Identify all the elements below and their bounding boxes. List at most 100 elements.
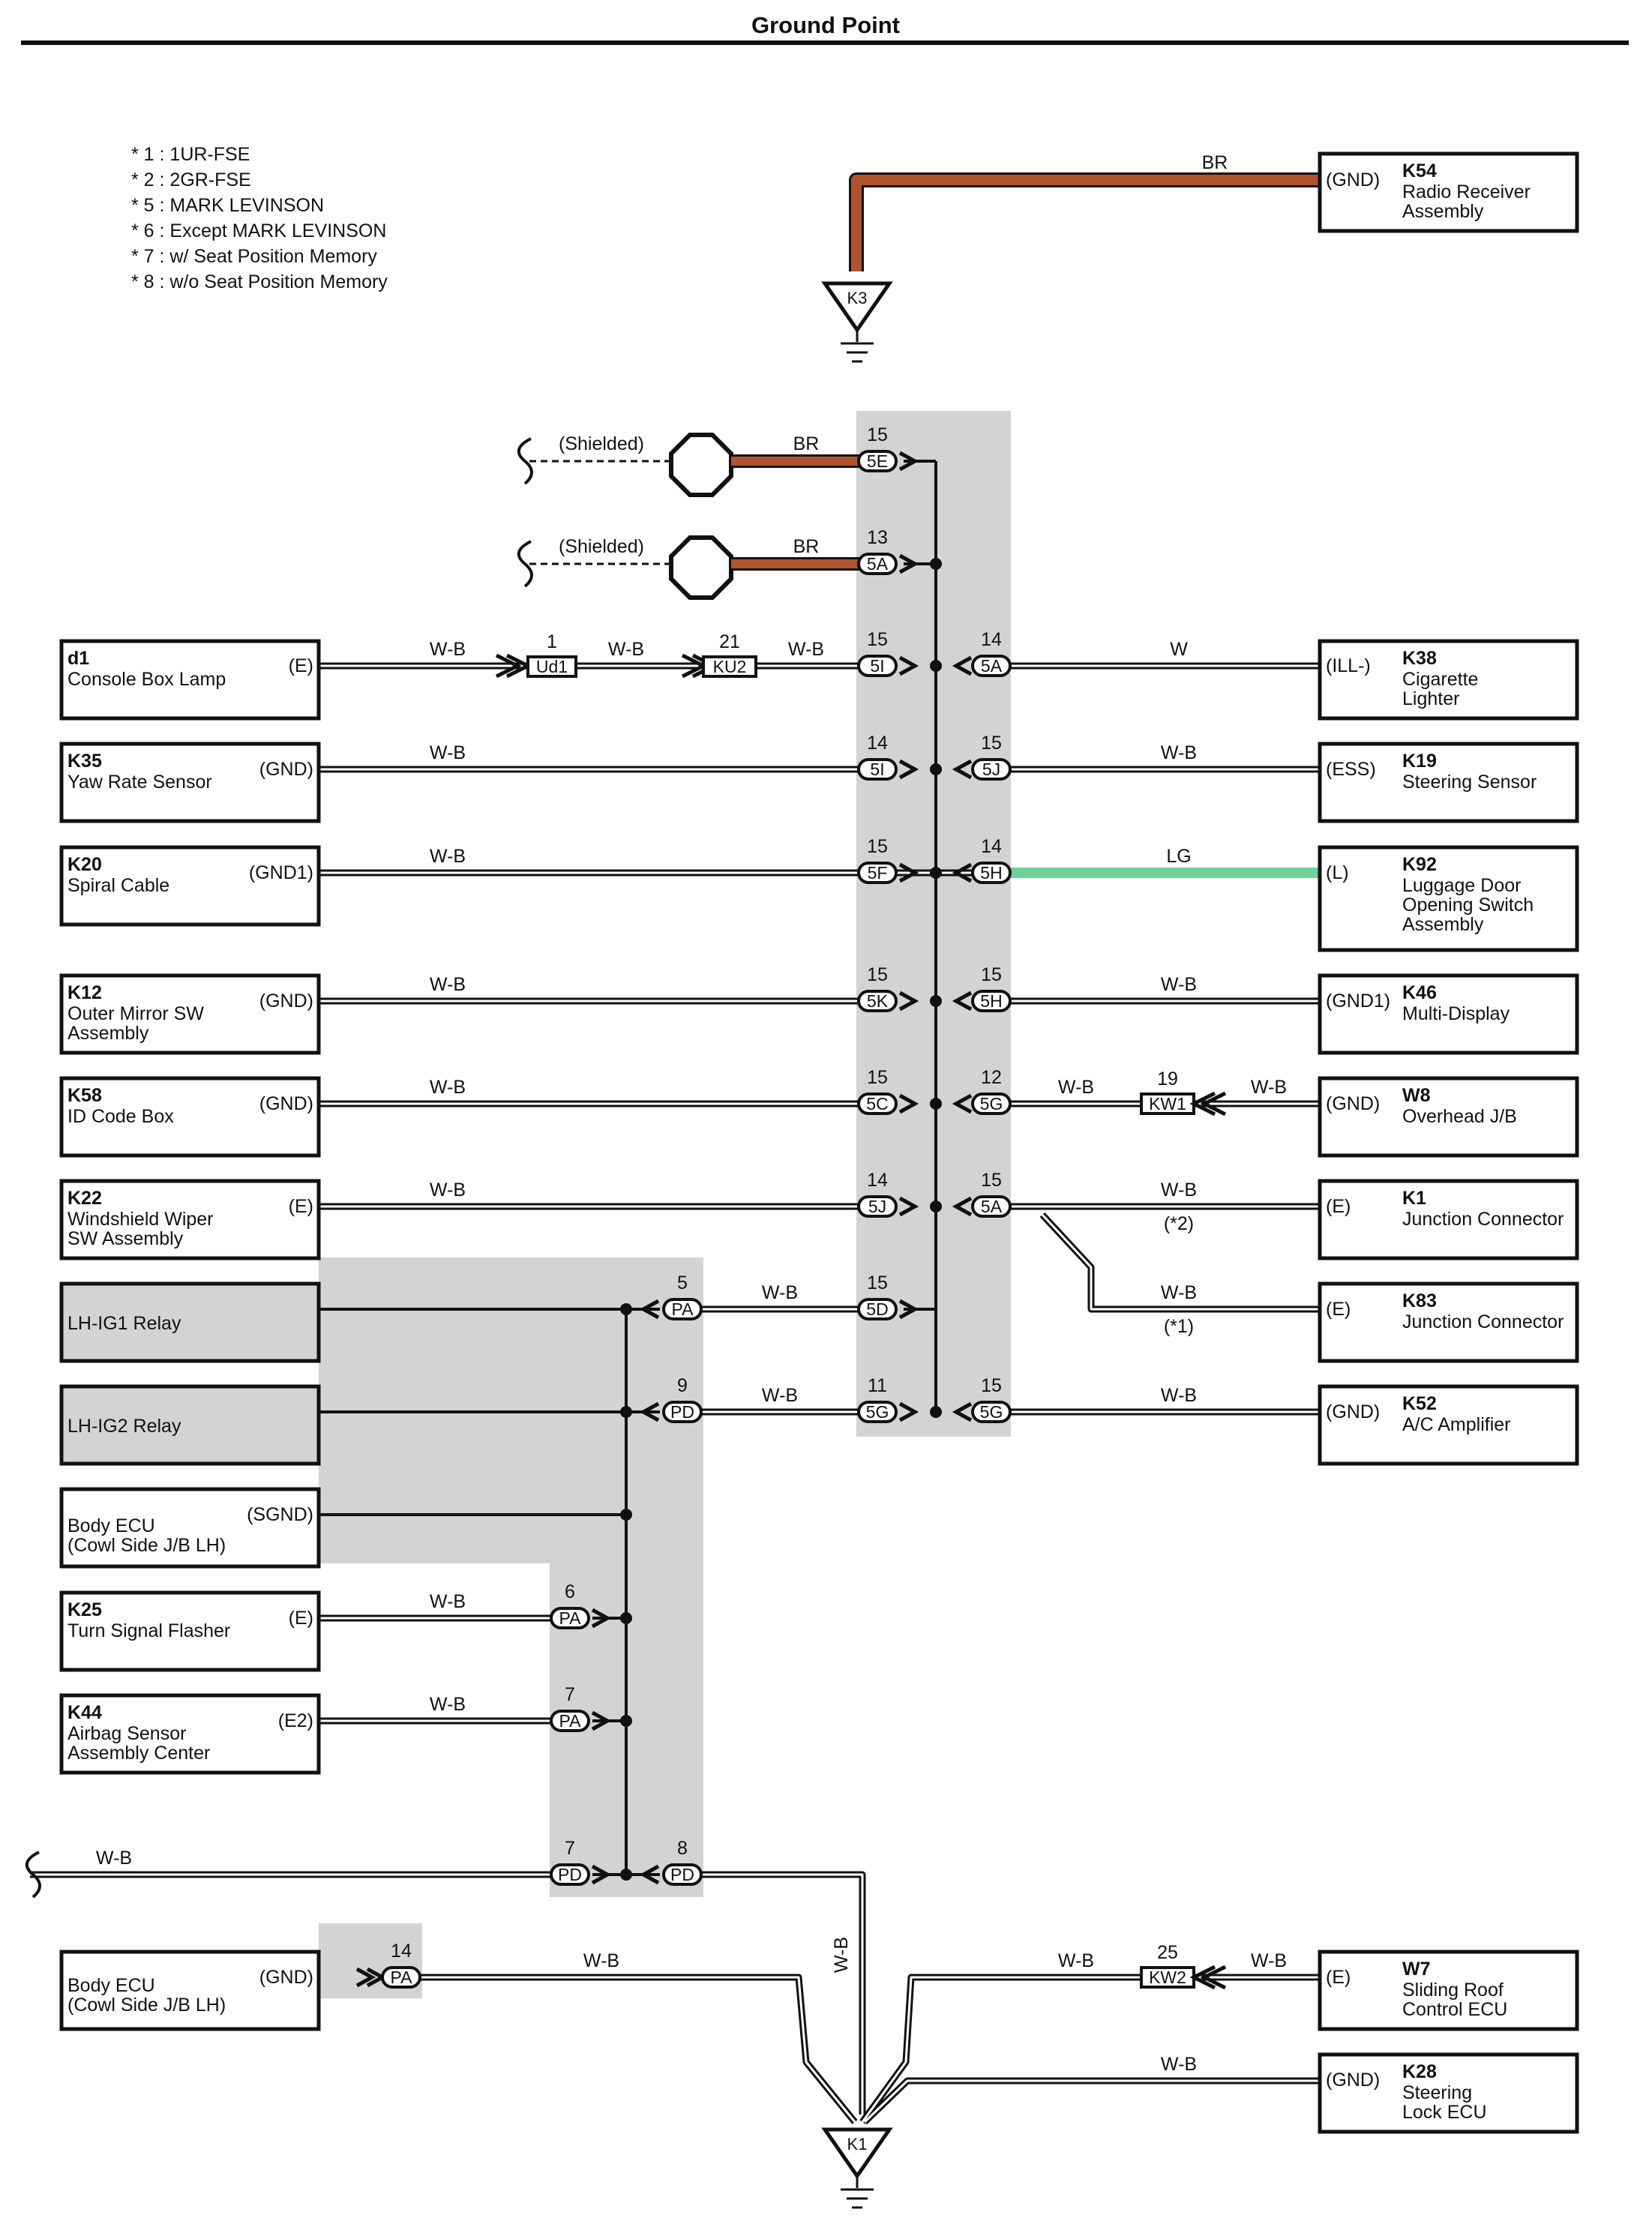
page-title: Ground Point bbox=[751, 12, 900, 38]
ground-label: K3 bbox=[847, 289, 868, 307]
connector-pin: 15 bbox=[867, 629, 888, 650]
connector-label: KU2 bbox=[713, 657, 747, 676]
component-pin: (E2) bbox=[278, 1710, 313, 1731]
wire-color-label: BR bbox=[793, 433, 820, 454]
footnote: * 5 : MARK LEVINSON bbox=[131, 195, 324, 216]
wire-color-label: BR bbox=[1202, 152, 1228, 173]
wire-color-label: W-B bbox=[96, 1848, 132, 1869]
component-name: Windshield Wiper bbox=[67, 1209, 214, 1230]
connector-label: KW1 bbox=[1149, 1094, 1186, 1114]
wire-color-label: W-B bbox=[1161, 1282, 1197, 1303]
component-pin: (E) bbox=[1326, 1299, 1351, 1320]
component-pin: (GND) bbox=[1326, 2070, 1380, 2091]
component-code: K20 bbox=[67, 854, 102, 875]
junction-connector-pa-14: PA 14 bbox=[355, 1941, 421, 1989]
component-w8: (GND) W8 Overhead J/B bbox=[1318, 1076, 1579, 1158]
wire-color-label: W-B bbox=[1161, 1385, 1197, 1406]
wire-color-label: W-B bbox=[430, 742, 466, 763]
junction-connector-5j-14: 5J 14 bbox=[857, 1170, 919, 1218]
component-pin: (ILL-) bbox=[1326, 655, 1371, 676]
inline-connector-kw1: KW1 19 bbox=[1140, 1069, 1227, 1116]
component-name: Assembly bbox=[1402, 201, 1484, 222]
connector-label: PA bbox=[559, 1711, 582, 1731]
component-pin: (GND1) bbox=[249, 862, 313, 883]
splice-dots bbox=[620, 558, 942, 1881]
component-k54: (GND) K54 Radio Receiver Assembly bbox=[1318, 151, 1579, 233]
connector-label: PA bbox=[672, 1299, 694, 1319]
component-pin: (GND) bbox=[1326, 1093, 1380, 1114]
wire-color-label: W-B bbox=[831, 1937, 852, 1973]
connector-pin: 1 bbox=[547, 631, 557, 652]
component-name: Opening Switch bbox=[1402, 895, 1534, 916]
connector-pin: 15 bbox=[981, 1170, 1002, 1191]
component-name: Multi-Display bbox=[1402, 1003, 1510, 1024]
wire-color-label: W-B bbox=[430, 1694, 466, 1715]
junction-connector-pd-8: PD 8 bbox=[639, 1838, 703, 1886]
wire-color-label: W-B bbox=[430, 1179, 466, 1200]
connector-pin: 14 bbox=[981, 629, 1002, 650]
connector-pin: 8 bbox=[677, 1838, 688, 1859]
component-name: Body ECU bbox=[67, 1975, 155, 1996]
component-pin: (GND) bbox=[1326, 169, 1380, 190]
component-code: W7 bbox=[1402, 1959, 1431, 1980]
component-name: SW Assembly bbox=[67, 1228, 184, 1249]
component-code: K25 bbox=[67, 1599, 102, 1620]
component-name: Lock ECU bbox=[1402, 2102, 1487, 2123]
component-name: Airbag Sensor bbox=[67, 1723, 186, 1744]
wire-color-label: BR bbox=[793, 536, 820, 557]
connector-label: Ud1 bbox=[536, 657, 568, 676]
component-k83: (E) K83 Junction Connector bbox=[1318, 1281, 1579, 1363]
wire-color-label: W-B bbox=[430, 1591, 466, 1612]
component-pin: (GND1) bbox=[1326, 991, 1390, 1012]
junction-connector-5i-14: 5I 14 bbox=[857, 733, 919, 781]
component-k58: K58 ID Code Box (GND) bbox=[59, 1076, 321, 1158]
junction-connector-pd-7: PD 7 bbox=[550, 1838, 612, 1886]
wire-color-label: W-B bbox=[1058, 1077, 1094, 1098]
inline-connectors: Ud1 1 KU2 21 KW1 19 KW2 25 bbox=[495, 631, 1227, 1990]
component-lh-ig1-relay: LH-IG1 Relay bbox=[59, 1281, 321, 1363]
connector-pin: 21 bbox=[719, 631, 740, 652]
connector-label: PD bbox=[558, 1865, 582, 1884]
connector-label: 5A bbox=[981, 1197, 1003, 1216]
connector-pin: 15 bbox=[981, 1375, 1002, 1396]
connector-pin: 25 bbox=[1157, 1942, 1178, 1963]
component-name: (Cowl Side J/B LH) bbox=[67, 1995, 226, 2016]
component-code: K35 bbox=[67, 751, 102, 772]
connector-pin: 14 bbox=[391, 1941, 412, 1962]
k54-wire-outline bbox=[849, 172, 1320, 271]
wire-color-label: W-B bbox=[430, 639, 466, 660]
wire-vertical-ground bbox=[701, 1871, 866, 2115]
wire-continuation-mark bbox=[25, 1851, 41, 1899]
component-pin: (E) bbox=[1326, 1967, 1351, 1988]
component-k38: (ILL-) K38 Cigarette Lighter bbox=[1318, 639, 1579, 721]
component-pin: (SGND) bbox=[247, 1504, 313, 1525]
component-name: Console Box Lamp bbox=[67, 669, 226, 690]
component-code: K46 bbox=[1402, 982, 1437, 1003]
connector-label: PD bbox=[670, 1865, 694, 1884]
connector-pin: 14 bbox=[867, 733, 888, 754]
junction-connector-5d: 5D 15 bbox=[857, 1272, 919, 1320]
connector-label: 5H bbox=[980, 863, 1002, 883]
wire-color-label: W-B bbox=[430, 1077, 466, 1098]
component-k44: K44 Airbag Sensor Assembly Center (E2) bbox=[59, 1693, 321, 1775]
component-name: Assembly bbox=[67, 1023, 149, 1044]
footnote: * 6 : Except MARK LEVINSON bbox=[131, 220, 386, 241]
component-pin: (GND) bbox=[259, 1967, 313, 1988]
component-code: K12 bbox=[67, 982, 102, 1003]
component-name: Yaw Rate Sensor bbox=[67, 772, 212, 793]
ground-k3: K3 bbox=[821, 281, 893, 363]
footnotes: * 1 : 1UR-FSE * 2 : 2GR-FSE * 5 : MARK L… bbox=[131, 144, 388, 292]
footnote: * 1 : 1UR-FSE bbox=[131, 144, 250, 165]
component-k25: K25 Turn Signal Flasher (E) bbox=[59, 1590, 321, 1672]
component-code: K44 bbox=[67, 1702, 102, 1723]
component-pin: (E) bbox=[289, 1608, 313, 1629]
connector-pin: 5 bbox=[677, 1272, 688, 1293]
wire-color-label: W-B bbox=[583, 1950, 619, 1971]
component-k1: (E) K1 Junction Connector bbox=[1318, 1179, 1579, 1260]
wire-color-label: W-B bbox=[762, 1282, 798, 1303]
footnote: * 8 : w/o Seat Position Memory bbox=[131, 271, 388, 292]
footnote: * 2 : 2GR-FSE bbox=[131, 169, 251, 190]
connector-pin: 7 bbox=[565, 1684, 575, 1705]
connector-pin: 15 bbox=[867, 424, 888, 445]
component-k19: (ESS) K19 Steering Sensor bbox=[1318, 742, 1579, 823]
